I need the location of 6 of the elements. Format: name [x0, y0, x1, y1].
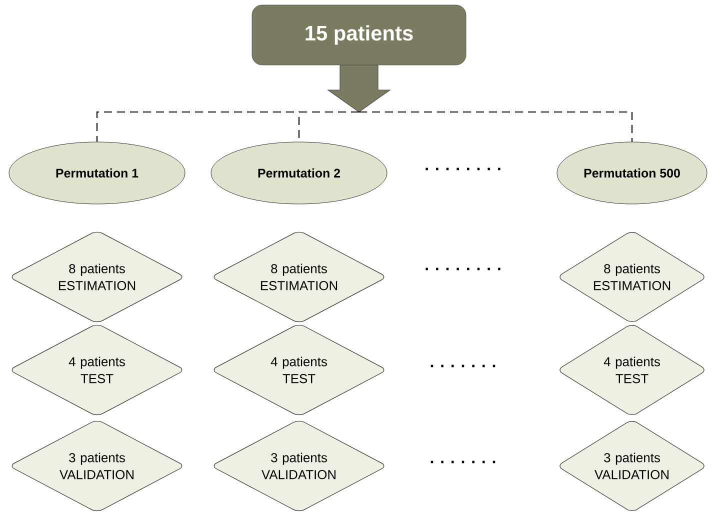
ellipsis-dots: . . . . . . .	[430, 460, 496, 464]
ellipsis-dots: . . . . . . .	[430, 364, 496, 368]
ellipsis-dots: . . . . . . . .	[426, 268, 500, 270]
callout-box: 15 patients	[252, 4, 466, 112]
ellipsis-dots: . . . . . . . .	[426, 168, 500, 170]
connector-line	[359, 111, 633, 142]
